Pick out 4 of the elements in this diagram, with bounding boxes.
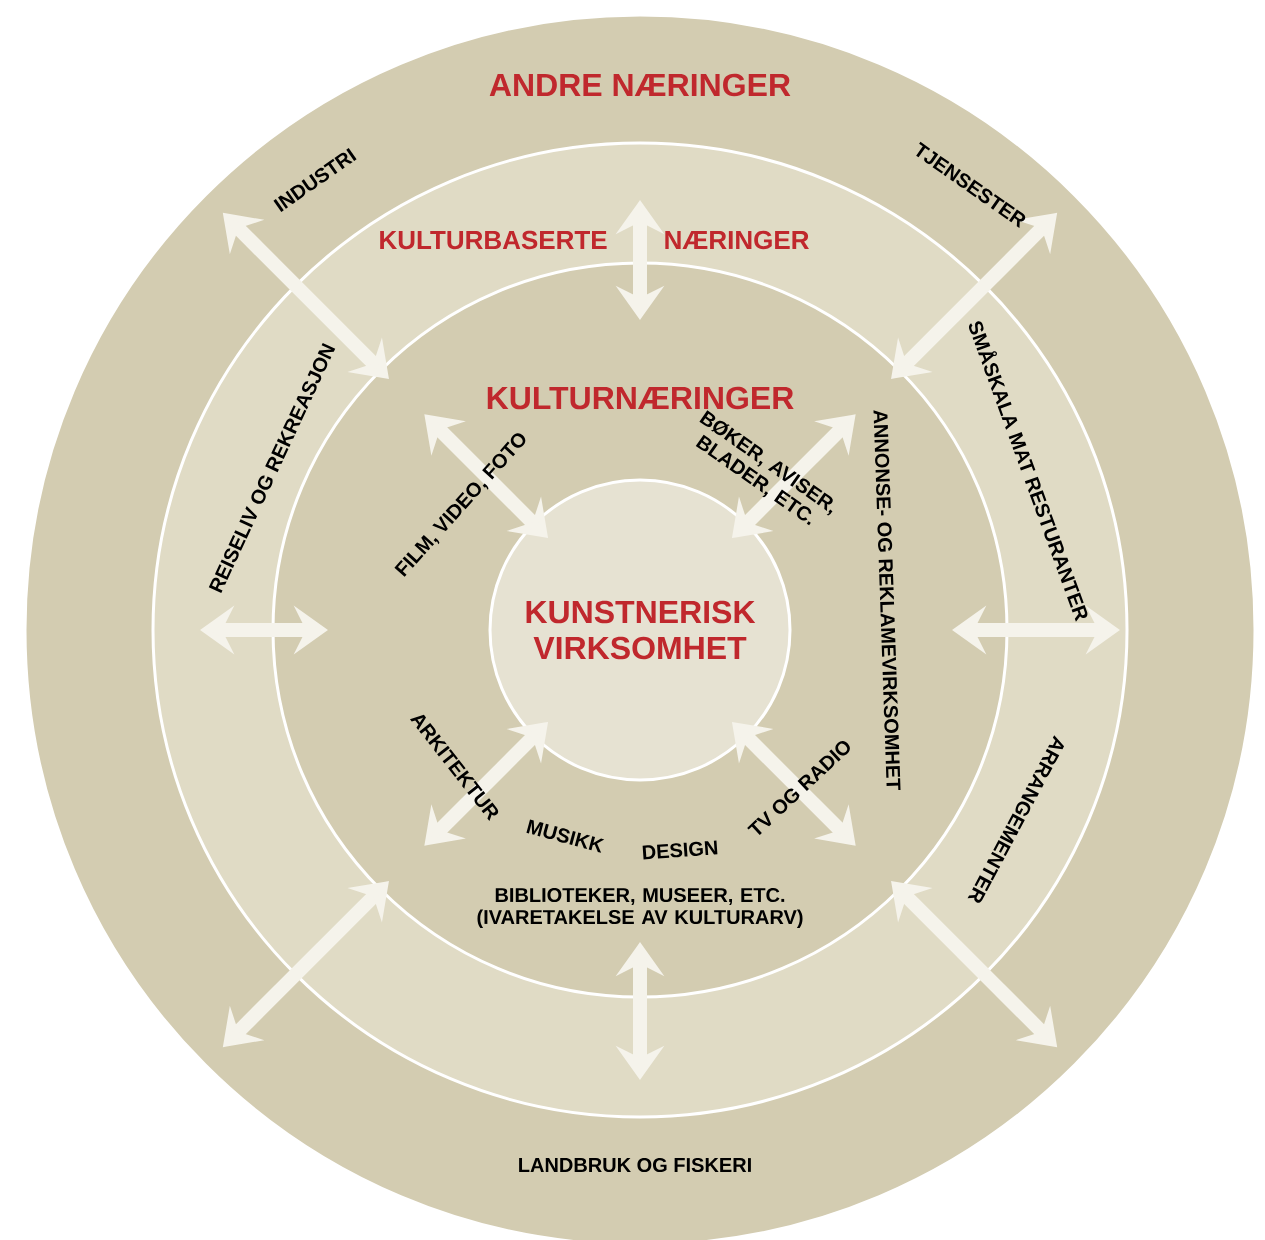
sector-label: LANDBRUK OG FISKERI — [519, 1157, 751, 1173]
sector-label: BIBLIOTEKER, MUSEER, ETC. (IVARETAKELSE AV KULTURARV) — [477, 887, 803, 929]
sector-label: ANNONSE- OG REKLAMEVIRKSOMHET — [873, 410, 901, 791]
sector-label: DESIGN — [642, 840, 718, 860]
